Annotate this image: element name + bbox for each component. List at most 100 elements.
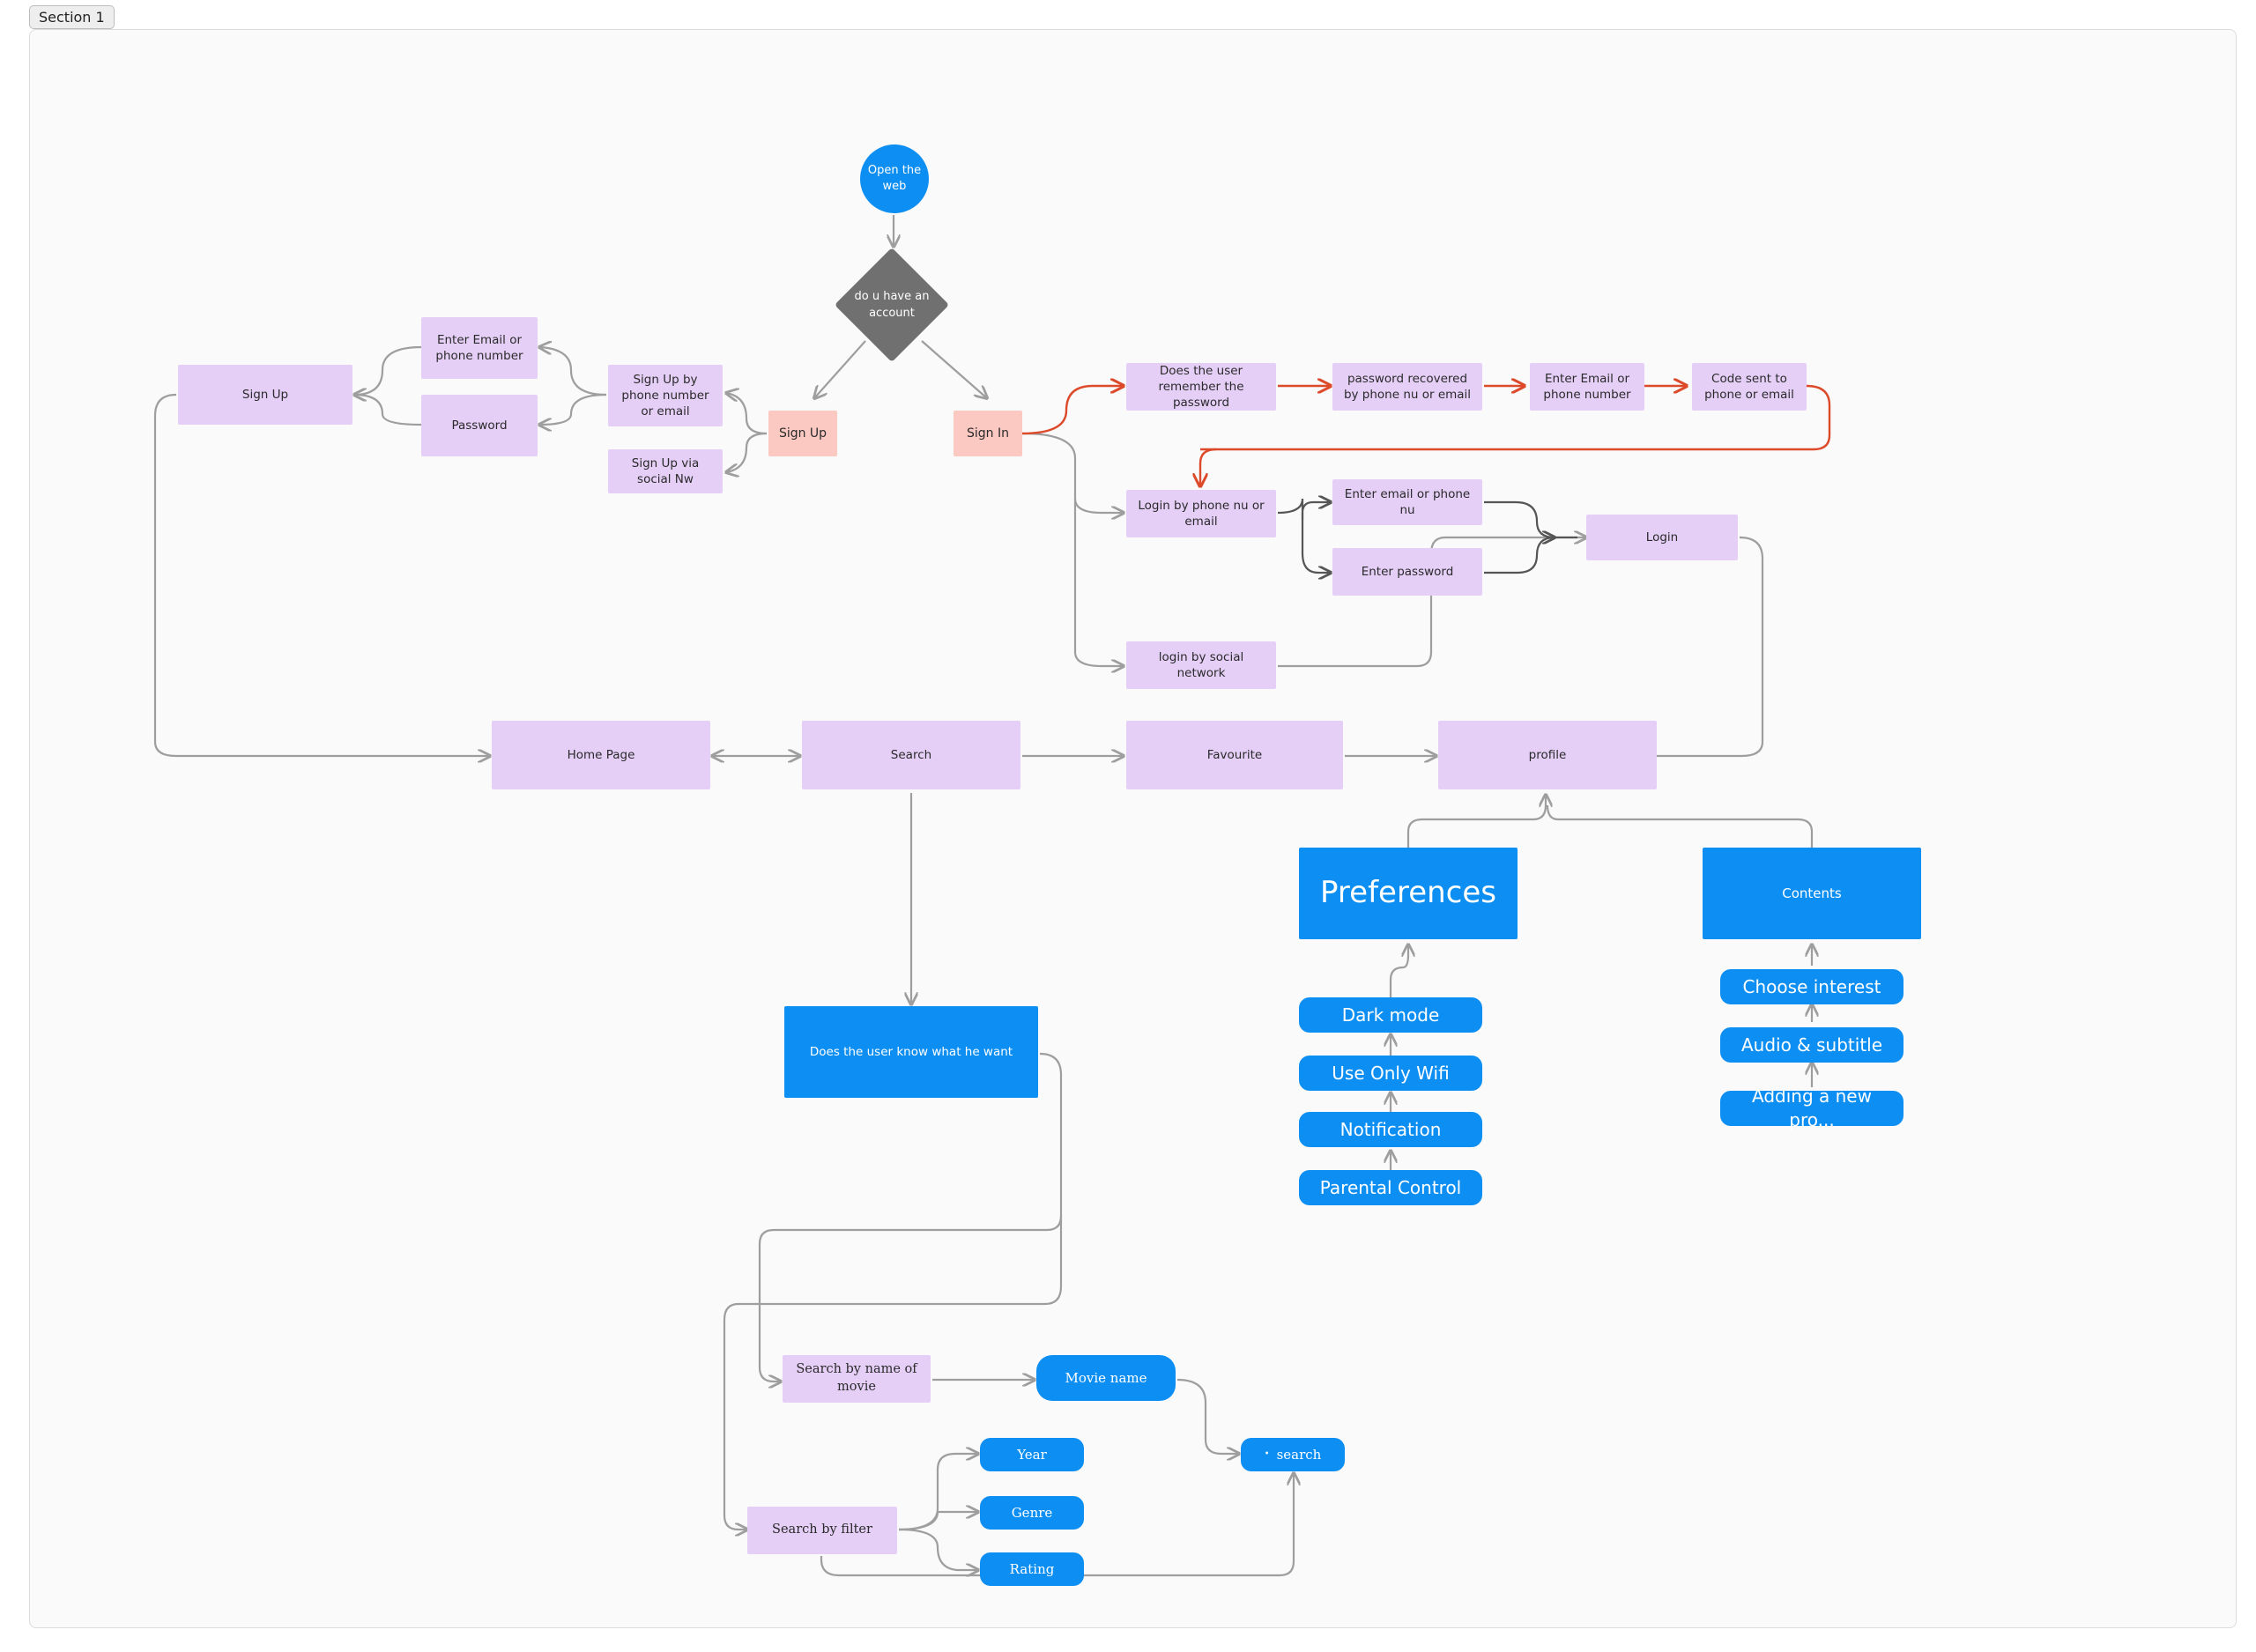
signup-phone-email-node[interactable]: Sign Up by phone number or email <box>608 365 723 426</box>
enter-email-phone-recovery-label: Enter Email or phone number <box>1543 371 1631 402</box>
use-only-wifi-pill[interactable]: Use Only Wifi <box>1299 1056 1482 1091</box>
genre-pill[interactable]: Genre <box>980 1496 1084 1530</box>
preferences-node[interactable]: Preferences <box>1299 848 1518 939</box>
enter-email-phone-recovery-node[interactable]: Enter Email or phone number <box>1530 363 1644 411</box>
enter-password-node[interactable]: Enter password <box>1332 548 1482 596</box>
notification-pill[interactable]: Notification <box>1299 1112 1482 1147</box>
decision-node-label: do u have an account <box>854 289 930 321</box>
favourite-node[interactable]: Favourite <box>1126 721 1343 789</box>
signup-social-label: Sign Up via social Nw <box>631 456 700 486</box>
edge-email-to-signup-main <box>354 345 422 395</box>
sign-in-node-label: Sign In <box>967 426 1009 441</box>
edge-decision-to-signin <box>921 340 987 398</box>
search-by-name-label: Search by name of movie <box>796 1362 917 1394</box>
contents-label: Contents <box>1782 885 1842 901</box>
sign-up-node[interactable]: Sign Up <box>768 411 837 456</box>
home-page-label: Home Page <box>567 747 635 762</box>
signup-phone-email-label: Sign Up by phone number or email <box>621 372 709 419</box>
edge-preferences-to-profile <box>1406 795 1546 848</box>
signup-main-label: Sign Up <box>241 387 289 402</box>
home-page-node[interactable]: Home Page <box>492 721 710 789</box>
edge-phone-to-email <box>539 347 607 396</box>
login-social-label: login by social network <box>1158 649 1244 680</box>
login-social-node[interactable]: login by social network <box>1126 641 1276 689</box>
search-button-label: search <box>1276 1446 1322 1463</box>
edge-code-to-loginphone-drop <box>1200 448 1217 486</box>
favourite-label: Favourite <box>1206 747 1263 762</box>
code-sent-node[interactable]: Code sent to phone or email <box>1692 363 1807 411</box>
edge-filter-to-rating <box>898 1528 978 1570</box>
enter-email-phone-node[interactable]: Enter Email or phone number <box>421 317 538 379</box>
password-label: Password <box>451 418 508 433</box>
audio-subtitle-pill[interactable]: Audio & subtitle <box>1720 1027 1904 1063</box>
movie-name-pill[interactable]: Movie name <box>1036 1355 1176 1401</box>
edge-login-to-profile <box>1657 536 1764 758</box>
enter-email-phone-label: Enter Email or phone number <box>435 332 523 363</box>
edge-contents-to-profile <box>1546 804 1814 848</box>
edge-filter-to-year <box>898 1454 978 1531</box>
section-label[interactable]: Section 1 <box>29 5 115 29</box>
search-button[interactable]: • search <box>1241 1438 1345 1471</box>
edge-loginphone-to-enteremail <box>1277 499 1331 520</box>
choose-interest-label: Choose interest <box>1742 975 1881 997</box>
edge-loginphone-to-enterpassword <box>1301 513 1331 573</box>
password-node[interactable]: Password <box>421 395 538 456</box>
start-node-label: Open the web <box>867 164 922 193</box>
edge-signup-to-phone <box>726 393 768 435</box>
edge-signin-to-login-phone <box>1021 432 1124 513</box>
signup-main-node[interactable]: Sign Up <box>178 365 352 425</box>
contents-node[interactable]: Contents <box>1703 848 1921 939</box>
genre-label: Genre <box>1011 1504 1053 1521</box>
edge-signup-main-to-home <box>153 393 490 756</box>
adding-new-pro-label: Adding a new pro... <box>1752 1085 1872 1130</box>
search-node[interactable]: Search <box>802 721 1020 789</box>
password-recovered-node[interactable]: password recovered by phone nu or email <box>1332 363 1482 411</box>
search-label: Search <box>890 747 932 762</box>
start-node[interactable]: Open the web <box>860 144 929 213</box>
parental-control-pill[interactable]: Parental Control <box>1299 1170 1482 1205</box>
sign-up-node-label: Sign Up <box>778 426 827 441</box>
edge-social-to-login <box>1278 537 1586 668</box>
login-phone-email-node[interactable]: Login by phone nu or email <box>1126 490 1276 537</box>
preferences-label: Preferences <box>1320 875 1496 911</box>
user-knows-label: Does the user know what he want <box>809 1044 1013 1059</box>
choose-interest-pill[interactable]: Choose interest <box>1720 969 1904 1004</box>
user-knows-node[interactable]: Does the user know what he want <box>784 1006 1038 1098</box>
edge-movie-to-search <box>1176 1378 1239 1454</box>
edge-knows-to-name <box>758 1052 1063 1382</box>
edge-enteremail-to-login <box>1484 500 1577 539</box>
movie-name-label: Movie name <box>1065 1369 1147 1386</box>
audio-subtitle-label: Audio & subtitle <box>1740 1033 1883 1056</box>
edge-password-to-signup-main <box>354 395 422 426</box>
sign-in-node[interactable]: Sign In <box>954 411 1022 456</box>
edge-signup-to-social <box>726 432 768 472</box>
dark-mode-label: Dark mode <box>1341 1004 1440 1026</box>
adding-new-pro-pill[interactable]: Adding a new pro... <box>1720 1085 1904 1130</box>
parental-control-label: Parental Control <box>1319 1176 1462 1198</box>
enter-password-label: Enter password <box>1361 564 1454 579</box>
profile-node[interactable]: profile <box>1438 721 1657 789</box>
edge-enterpassword-to-login <box>1484 537 1555 574</box>
profile-label: profile <box>1528 747 1567 762</box>
edge-knows-to-filter <box>723 1216 1063 1530</box>
remember-password-node[interactable]: Does the user remember the password <box>1126 363 1276 411</box>
year-pill[interactable]: Year <box>980 1438 1084 1471</box>
code-sent-label: Code sent to phone or email <box>1704 371 1794 402</box>
edge-signin-to-login-social <box>1073 499 1124 666</box>
login-node[interactable]: Login <box>1586 515 1738 560</box>
search-by-name-node[interactable]: Search by name of movie <box>783 1355 931 1403</box>
signup-social-node[interactable]: Sign Up via social Nw <box>608 449 723 493</box>
rating-pill[interactable]: Rating <box>980 1552 1084 1586</box>
search-dot-icon: • <box>1264 1449 1270 1460</box>
edge-signin-to-remember <box>1021 386 1124 435</box>
search-by-filter-label: Search by filter <box>772 1522 872 1537</box>
dark-mode-pill[interactable]: Dark mode <box>1299 997 1482 1033</box>
password-recovered-label: password recovered by phone nu or email <box>1343 371 1472 402</box>
rating-label: Rating <box>1009 1560 1055 1577</box>
enter-email-phone-nu-node[interactable]: Enter email or phone nu <box>1332 479 1482 525</box>
year-label: Year <box>1017 1446 1047 1463</box>
search-by-filter-node[interactable]: Search by filter <box>747 1507 897 1554</box>
edge-phone-to-password <box>539 393 607 425</box>
enter-email-phone-nu-label: Enter email or phone nu <box>1344 486 1471 517</box>
